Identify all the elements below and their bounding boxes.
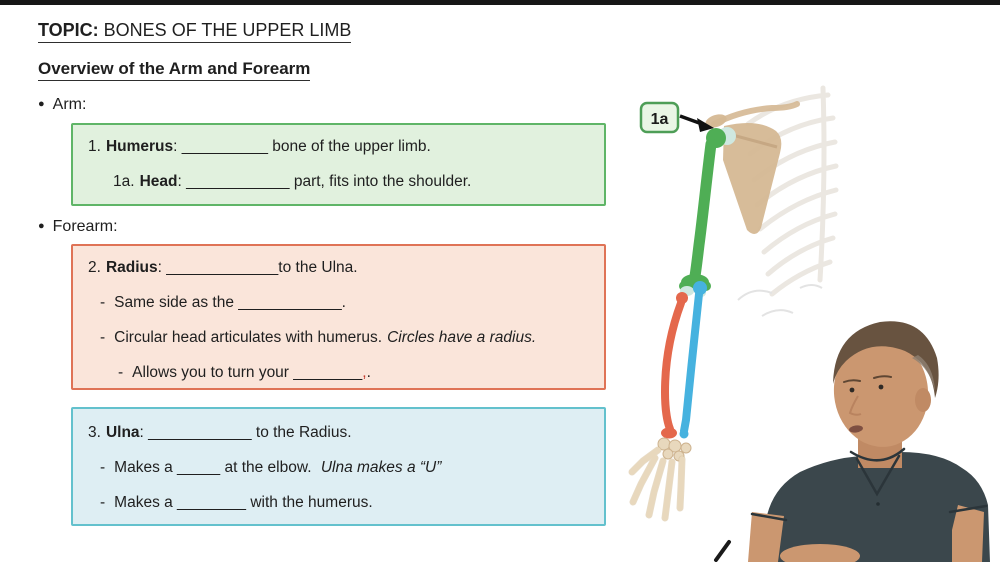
- radius-turn-line: -Allows you to turn your ________,.: [118, 362, 594, 383]
- term-ulna: Ulna: [105, 424, 140, 441]
- label-1a-text: 1a: [651, 111, 669, 128]
- item-number: 2.: [88, 259, 101, 276]
- radius-turn-text: Allows you to turn your ________: [132, 364, 363, 381]
- letterbox-top-bar: [0, 0, 1000, 5]
- humerus-definition-line: 1.Humerus: __________ bone of the upper …: [88, 136, 594, 157]
- ulna-elbow-line: -Makes a _____ at the elbow. Ulna makes …: [100, 457, 594, 478]
- instructor-head: [833, 337, 929, 447]
- ulna-blank-text: : ____________ to the Radius.: [139, 424, 352, 441]
- bullet-icon: ●: [38, 98, 45, 110]
- thumb-bones: [629, 447, 661, 475]
- instructor-hair-gray: [912, 355, 935, 392]
- bullet-icon: ●: [38, 220, 45, 232]
- period: .: [366, 364, 371, 381]
- dash-mark: -: [100, 459, 106, 476]
- ulna-humerus-text: Makes a ________ with the humerus.: [114, 494, 373, 511]
- pen: [714, 540, 731, 562]
- radius-side-line: -Same side as the ____________.: [100, 292, 594, 313]
- callout-arrow-head: [697, 118, 714, 132]
- topic-label: TOPIC:: [38, 20, 99, 40]
- arm-section-heading: ● Arm:: [38, 96, 86, 114]
- ulna-note-box: 3.Ulna: ____________ to the Radius. -Mak…: [71, 407, 606, 526]
- sleeve-hem-right: [948, 504, 988, 514]
- forearm-section-heading: ● Forearm:: [38, 218, 118, 236]
- ulna-bone: [680, 290, 703, 435]
- radius-note-box: 2.Radius: _____________to the Ulna. -Sam…: [71, 244, 606, 390]
- ulna-humerus-line: -Makes a ________ with the humerus.: [100, 492, 594, 513]
- pinky-finger-bones: [677, 456, 685, 511]
- instructor-face: [843, 375, 892, 433]
- instructor: [714, 321, 990, 562]
- radius-side-text: Same side as the ____________.: [114, 294, 346, 311]
- term-radius: Radius: [105, 259, 158, 276]
- dash-mark: -: [100, 294, 106, 311]
- ring-finger-bones: [662, 459, 675, 521]
- hand-bones: [628, 437, 692, 522]
- index-finger-bones: [630, 455, 658, 505]
- instructor-right-arm: [952, 505, 984, 562]
- collar-v: [855, 454, 901, 497]
- item-number: 1a.: [113, 173, 135, 190]
- radius-definition-line: 2.Radius: _____________to the Ulna.: [88, 257, 594, 278]
- radius-blank-text: : _____________to the Ulna.: [157, 259, 358, 276]
- dash-mark: -: [118, 364, 124, 381]
- radius-head-line: -Circular head articulates with humerus.…: [100, 327, 594, 348]
- red-annotation-mark: ,: [362, 364, 367, 381]
- clavicle-illustration: [711, 101, 800, 127]
- collar-band: [849, 447, 906, 462]
- radius-head-text: Circular head articulates with humerus.: [114, 329, 383, 346]
- humerus-head-line: 1a.Head: ____________ part, fits into th…: [113, 171, 594, 192]
- forearm-label: Forearm:: [52, 218, 118, 235]
- dash-mark: -: [100, 494, 106, 511]
- radius-distal: [661, 427, 677, 439]
- term-head: Head: [139, 173, 178, 190]
- shirt-button: [876, 502, 880, 506]
- page-title: TOPIC: BONES OF THE UPPER LIMB: [38, 20, 352, 43]
- middle-finger-bones: [646, 458, 666, 518]
- term-humerus: Humerus: [105, 138, 174, 155]
- instructor-hair: [833, 321, 939, 398]
- ulna-mnemonic: Ulna makes a “U”: [320, 459, 442, 476]
- item-number: 3.: [88, 424, 101, 441]
- page-subtitle: Overview of the Arm and Forearm: [38, 59, 311, 81]
- arm-label: Arm:: [52, 96, 87, 113]
- humerus-blank-text: : __________ bone of the upper limb.: [173, 138, 431, 155]
- ulna-elbow-text: Makes a _____ at the elbow.: [114, 459, 316, 476]
- instructor-shirt: [762, 452, 990, 562]
- label-1a-box: [639, 101, 680, 134]
- dash-mark: -: [100, 329, 106, 346]
- radius-bone: [660, 299, 685, 433]
- item-number: 1.: [88, 138, 101, 155]
- humerus-bone: [689, 138, 717, 282]
- scapula-illustration: [723, 122, 782, 235]
- instructor-hand: [780, 544, 860, 562]
- radius-mnemonic: Circles have a radius.: [387, 329, 537, 346]
- arm-anatomy-figure: 1a: [628, 85, 990, 562]
- head-blank-text: : ____________ part, fits into the shoul…: [177, 173, 472, 190]
- humerus-note-box: 1.Humerus: __________ bone of the upper …: [71, 123, 606, 206]
- instructor-ear: [915, 388, 931, 412]
- sleeve-hem-left: [750, 512, 788, 522]
- instructor-left-arm: [748, 512, 784, 562]
- ulna-distal: [679, 429, 689, 439]
- acromion: [705, 114, 727, 128]
- topic-title: BONES OF THE UPPER LIMB: [98, 20, 352, 40]
- ulna-definition-line: 3.Ulna: ____________ to the Radius.: [88, 422, 594, 443]
- background-sketch-lines: [737, 284, 823, 317]
